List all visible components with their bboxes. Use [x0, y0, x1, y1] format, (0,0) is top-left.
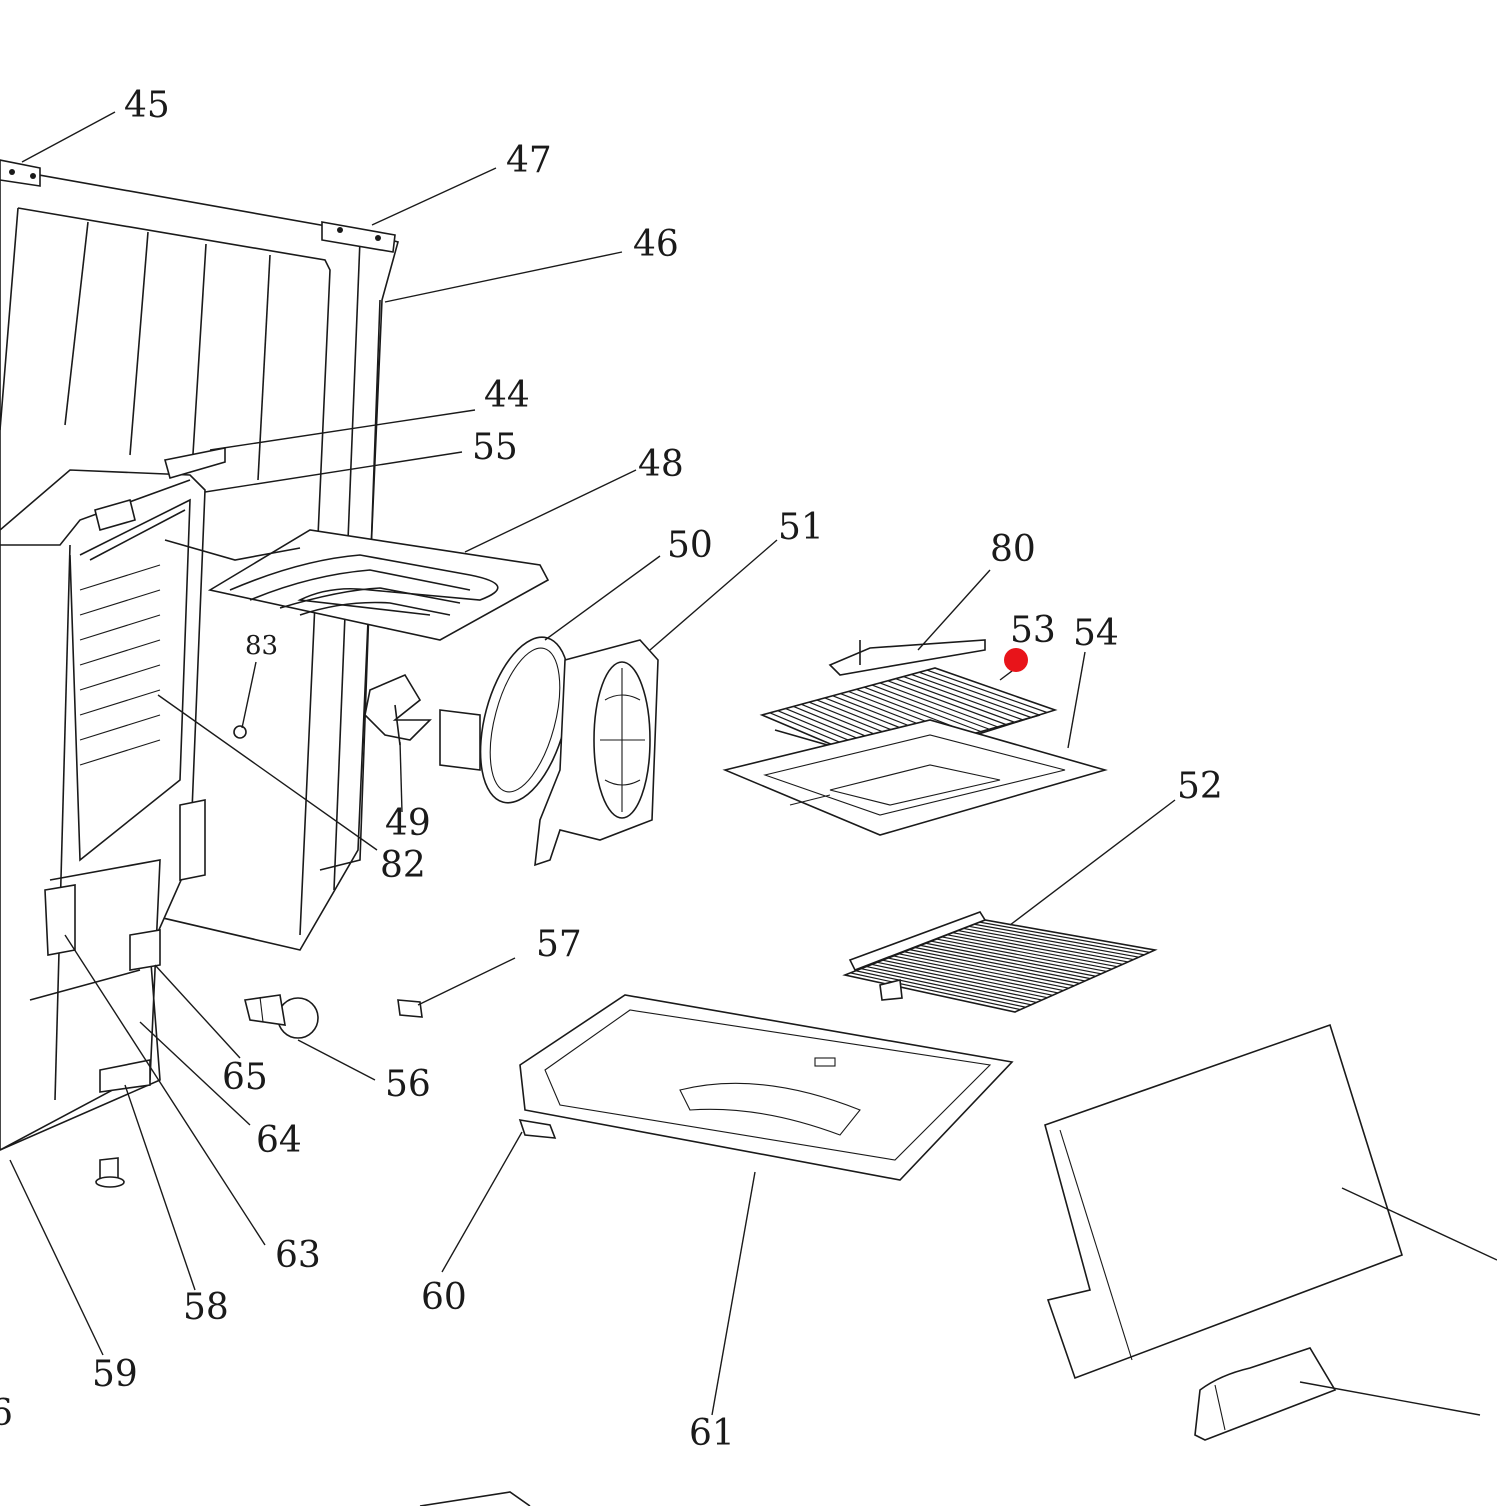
side-panel	[1044, 1023, 1403, 1380]
label-64: 64	[256, 1120, 302, 1161]
label-65: 65	[222, 1057, 268, 1098]
drip-tray	[518, 994, 1014, 1181]
label-49: 49	[385, 803, 431, 844]
label-63: 63	[275, 1235, 321, 1276]
label-55: 55	[472, 427, 518, 468]
grill-element	[164, 529, 550, 641]
label-44: 44	[484, 375, 530, 416]
drawer-handle	[1194, 1347, 1337, 1441]
baking-tray	[722, 719, 1108, 836]
highlight-marker	[1004, 648, 1028, 672]
label-58: 58	[183, 1287, 229, 1328]
label-57: 57	[536, 924, 582, 965]
fan-blade	[364, 673, 432, 746]
label-48: 48	[638, 444, 684, 485]
top-bracket-right	[321, 221, 396, 253]
grill-rack	[842, 911, 1158, 1013]
base-fragment	[419, 1491, 531, 1507]
label-50: 50	[667, 525, 713, 566]
adjustable-foot	[95, 1157, 125, 1188]
label-53: 53	[1010, 610, 1056, 651]
label-83: 83	[245, 631, 279, 661]
door-switch	[397, 999, 423, 1018]
top-bracket-left	[0, 159, 41, 187]
oven-lamp	[244, 994, 319, 1039]
label-82: 82	[380, 845, 426, 886]
label-51: 51	[778, 507, 824, 548]
label-6: 6	[0, 1393, 13, 1434]
label-60: 60	[421, 1277, 467, 1318]
label-59: 59	[92, 1354, 138, 1395]
fan-housing	[534, 639, 659, 867]
label-54: 54	[1073, 613, 1119, 654]
label-45: 45	[124, 85, 170, 126]
label-47: 47	[506, 140, 552, 181]
label-80: 80	[990, 529, 1036, 570]
label-56: 56	[385, 1064, 431, 1105]
label-46: 46	[633, 224, 679, 265]
oven-cavity	[0, 447, 247, 1151]
leader-lines	[9, 111, 1497, 1416]
label-52: 52	[1177, 766, 1223, 807]
label-61: 61	[689, 1413, 735, 1454]
rack-bracket	[828, 639, 986, 676]
